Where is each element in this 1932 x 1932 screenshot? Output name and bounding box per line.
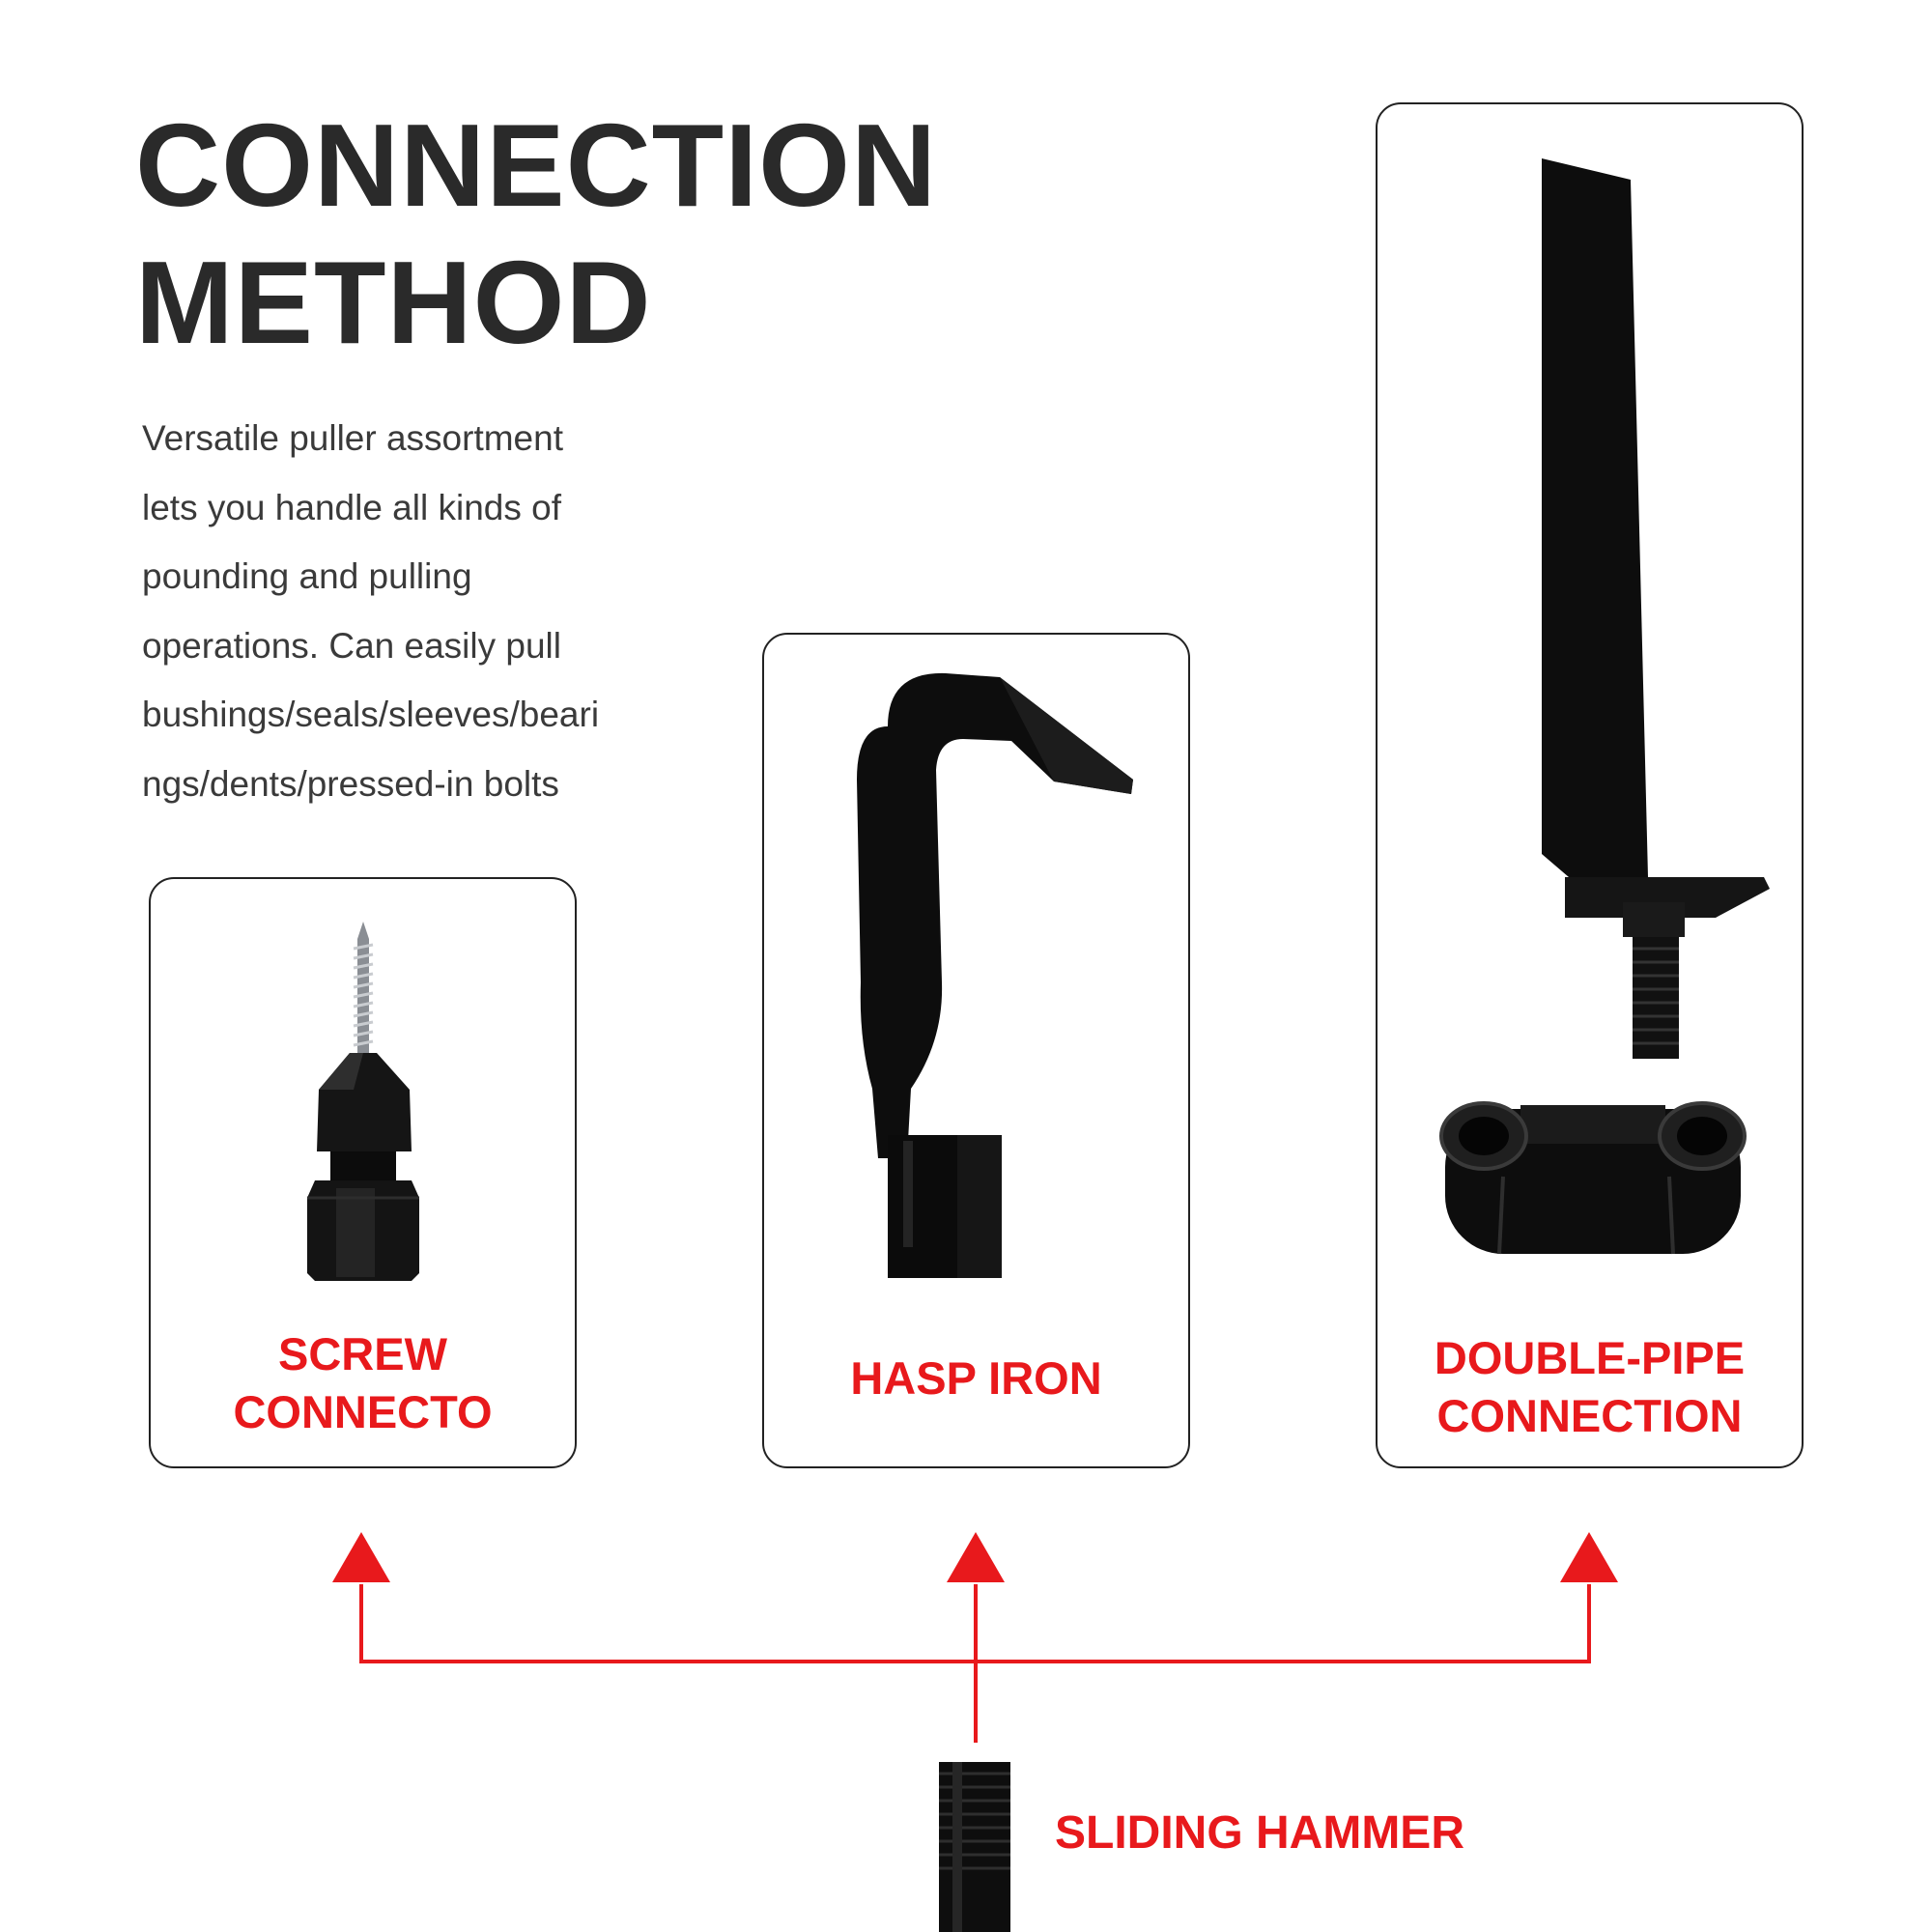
hasp-iron-image xyxy=(857,672,1133,1278)
description-line: operations. Can easily pull xyxy=(142,625,561,666)
screw-connector-card: SCREW CONNECTO xyxy=(149,877,577,1468)
description-line: Versatile puller assortment xyxy=(142,418,563,458)
double-pipe-card: DOUBLE-PIPE CONNECTION xyxy=(1376,102,1804,1468)
sliding-hammer-image xyxy=(939,1762,1010,1932)
sliding-hammer-label: SLIDING HAMMER xyxy=(1055,1807,1464,1859)
screw-connector-label: SCREW CONNECTO xyxy=(233,1328,493,1437)
hasp-iron-card: HASP IRON xyxy=(762,633,1190,1468)
page-title-line2: METHOD xyxy=(135,237,652,368)
arrow-head-double-pipe xyxy=(1560,1532,1618,1582)
description-line: ngs/dents/pressed-in bolts xyxy=(142,763,559,804)
description-line: lets you handle all kinds of xyxy=(142,487,561,527)
hasp-iron-label: HASP IRON xyxy=(850,1352,1102,1404)
double-pipe-image xyxy=(1439,158,1770,1255)
page-title: CONNECTION METHOD xyxy=(135,97,937,371)
arrow-head-screw xyxy=(332,1532,390,1582)
description-line: bushings/seals/sleeves/beari xyxy=(142,695,600,734)
page-title-line1: CONNECTION xyxy=(135,99,938,231)
description-line: pounding and pulling xyxy=(142,556,472,596)
arrow-head-hasp xyxy=(947,1532,1005,1582)
double-pipe-label: DOUBLE-PIPE CONNECTION xyxy=(1434,1332,1746,1441)
description-text: Versatile puller assortment lets you han… xyxy=(142,404,683,818)
screw-connector-image xyxy=(307,922,419,1281)
